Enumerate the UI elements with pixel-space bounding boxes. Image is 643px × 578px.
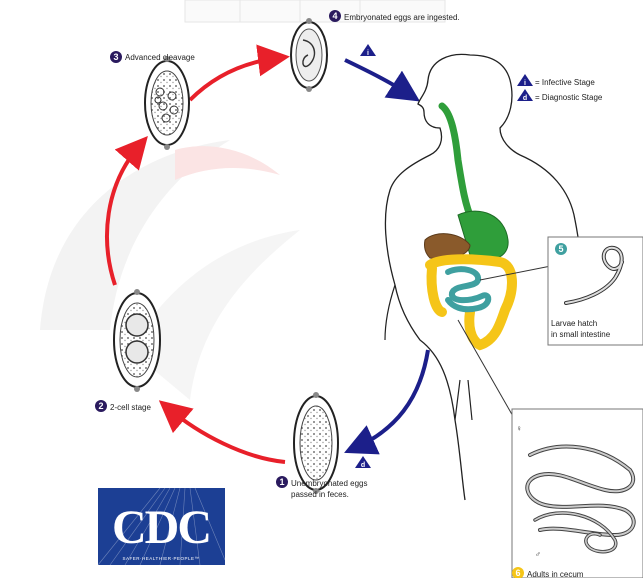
legend-diagnostic-label: = Diagnostic Stage xyxy=(535,93,603,102)
stage-badge-1: 1 xyxy=(276,476,288,488)
pointer-line-larvae xyxy=(480,265,556,280)
legend-diagnostic-symbol: d xyxy=(517,89,533,102)
stage-label-2: 2-cell stage xyxy=(110,403,151,412)
stage-label-5-line2: in small intestine xyxy=(551,330,611,339)
svg-text:2: 2 xyxy=(98,401,103,411)
stage-label-1-line1: Unembryonated eggs xyxy=(291,479,368,488)
stage-label-5-line1: Larvae hatch xyxy=(551,319,597,328)
stage-badge-5: 5 xyxy=(555,243,567,255)
arrow-3-to-4 xyxy=(190,58,278,100)
svg-text:5: 5 xyxy=(558,244,563,254)
egg-stage-4 xyxy=(291,18,327,92)
infective-marker: i xyxy=(360,44,376,57)
legend-infective-label: = Infective Stage xyxy=(535,78,595,87)
arrow-4-to-host xyxy=(345,60,410,95)
svg-text:1: 1 xyxy=(279,477,284,487)
legend-infective-symbol: i xyxy=(517,74,533,87)
svg-text:4: 4 xyxy=(332,11,337,21)
background-watermark xyxy=(40,0,445,400)
stage-badge-2: 2 xyxy=(95,400,107,412)
inset-adults xyxy=(512,409,643,578)
svg-text:6: 6 xyxy=(515,568,520,578)
stage-badge-3: 3 xyxy=(110,51,122,63)
stage-label-1-line2: passed in feces. xyxy=(291,490,349,499)
arrow-host-to-1 xyxy=(355,350,428,448)
female-symbol: ♀ xyxy=(516,424,522,433)
svg-text:i: i xyxy=(524,80,526,87)
svg-text:d: d xyxy=(523,95,527,102)
stage-label-3: Advanced cleavage xyxy=(125,53,195,62)
cdc-logo-tagline: SAFER·HEALTHIER·PEOPLE™ xyxy=(123,556,200,561)
digestive-tract xyxy=(425,106,512,345)
cdc-logo: CDC SAFER·HEALTHIER·PEOPLE™ xyxy=(98,488,225,565)
stage-badge-4: 4 xyxy=(329,10,341,22)
cdc-logo-text: CDC xyxy=(112,501,210,554)
diagnostic-marker: d xyxy=(355,456,371,469)
male-symbol: ♂ xyxy=(535,550,541,559)
legend: i = Infective Stage d = Diagnostic Stage xyxy=(517,74,603,102)
svg-text:i: i xyxy=(367,50,369,57)
egg-stage-3 xyxy=(145,56,189,150)
svg-text:3: 3 xyxy=(113,52,118,62)
svg-text:d: d xyxy=(361,462,365,469)
egg-stage-2 xyxy=(114,289,160,392)
arrow-1-to-2 xyxy=(168,408,285,462)
stage-label-4: Embryonated eggs are ingested. xyxy=(344,13,460,22)
stage-label-6: Adults in cecum xyxy=(527,570,584,578)
